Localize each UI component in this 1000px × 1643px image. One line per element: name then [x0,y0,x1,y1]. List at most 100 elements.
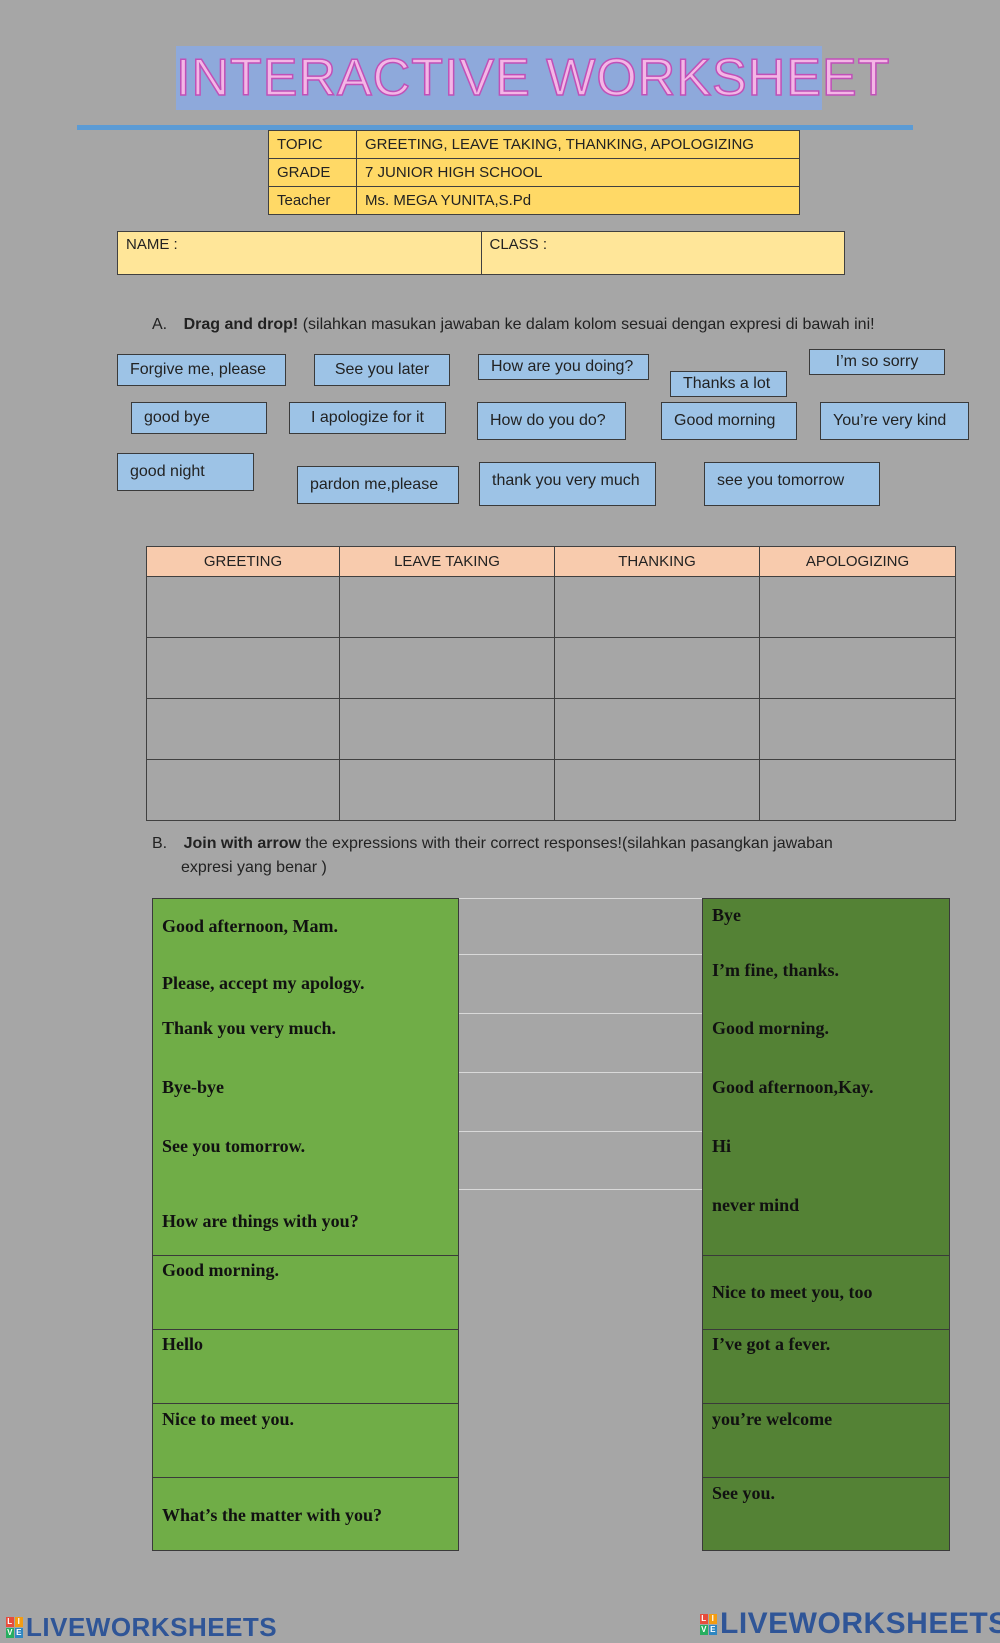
section-a-bold: Drag and drop! [183,316,299,333]
left-expression[interactable]: Thank you very much. [162,1018,337,1038]
info-row-grade: GRADE 7 JUNIOR HIGH SCHOOL [268,158,800,187]
drag-chip[interactable]: good night [117,453,254,491]
drop-cell[interactable] [146,759,340,821]
name-field[interactable]: NAME : [118,232,482,274]
row-divider [152,1477,459,1478]
drag-chip[interactable]: see you tomorrow [704,462,880,506]
row-divider [702,1255,950,1256]
drop-cell[interactable] [554,637,760,699]
right-response[interactable]: Hi [712,1136,732,1156]
drop-cell[interactable] [146,576,340,638]
section-b-text: the expressions with their correct respo… [300,835,833,852]
left-expression[interactable]: Hello [162,1334,203,1354]
section-b-marker: B. [152,835,168,852]
drop-cell[interactable] [759,637,956,699]
drop-cell[interactable] [339,576,555,638]
header-thanking: THANKING [554,546,760,577]
footer-brand-text: LIVEWORKSHEETS [720,1607,1000,1640]
connector-line [459,898,702,899]
left-expression[interactable]: Good afternoon, Mam. [162,916,338,936]
footer-brand-text: LIVEWORKSHEETS [26,1612,278,1642]
drop-cell[interactable] [554,759,760,821]
left-expression[interactable]: What’s the matter with you? [162,1505,382,1525]
drag-chip[interactable]: I apologize for it [289,402,446,434]
right-response[interactable]: you’re welcome [712,1409,833,1429]
drop-row [146,637,956,699]
connector-line [459,954,702,955]
drop-cell[interactable] [339,759,555,821]
connector-line [459,1072,702,1073]
drop-cell[interactable] [339,637,555,699]
info-label: GRADE [268,158,357,187]
row-divider [702,1403,950,1404]
row-divider [152,1329,459,1330]
drop-row [146,576,956,638]
sorting-header-row: GREETING LEAVE TAKING THANKING APOLOGIZI… [146,546,956,577]
right-response[interactable]: Bye [712,905,741,925]
class-field[interactable]: CLASS : [489,236,548,253]
section-b-instruction-line2: expresi yang benar ) [181,859,327,876]
connector-line [459,1189,702,1190]
drop-cell[interactable] [759,759,956,821]
sorting-table: GREETING LEAVE TAKING THANKING APOLOGIZI… [146,546,956,821]
drop-row [146,698,956,760]
row-divider [152,1403,459,1404]
header-leave-taking: LEAVE TAKING [339,546,555,577]
drag-chip[interactable]: thank you very much [479,462,656,506]
row-divider [702,1329,950,1330]
info-label: TOPIC [268,130,357,159]
left-expression[interactable]: Bye-bye [162,1077,224,1097]
info-value: Ms. MEGA YUNITA,S.Pd [356,186,800,215]
drag-chip[interactable]: pardon me,please [297,466,459,504]
drop-cell[interactable] [759,576,956,638]
right-response[interactable]: Nice to meet you, too [712,1282,873,1302]
drag-chip[interactable]: I’m so sorry [809,349,945,375]
right-response[interactable]: Good morning. [712,1018,830,1038]
worksheet-title: INTERACTIVE WORKSHEET [175,46,890,110]
drag-chip[interactable]: Forgive me, please [117,354,286,386]
drag-chip[interactable]: Thanks a lot [670,371,787,397]
drop-cell[interactable] [339,698,555,760]
name-class-box: NAME : CLASS : [117,231,845,275]
right-response[interactable]: I’ve got a fever. [712,1334,831,1354]
drag-chip[interactable]: How are you doing? [478,354,649,380]
info-row-teacher: Teacher Ms. MEGA YUNITA,S.Pd [268,186,800,215]
connector-line [459,1131,702,1132]
drop-cell[interactable] [146,637,340,699]
drag-chip[interactable]: Good morning [661,402,797,440]
left-expression[interactable]: Please, accept my apology. [162,973,365,993]
left-expression[interactable]: How are things with you? [162,1211,359,1231]
header-apologizing: APOLOGIZING [759,546,956,577]
left-expression-column [152,898,459,1551]
left-expression[interactable]: Good morning. [162,1260,280,1280]
section-a-marker: A. [152,316,168,333]
drag-chip[interactable]: good bye [131,402,267,434]
drag-chip[interactable]: How do you do? [477,402,626,440]
left-expression[interactable]: See you tomorrow. [162,1136,306,1156]
drop-cell[interactable] [759,698,956,760]
header-greeting: GREETING [146,546,340,577]
drop-cell[interactable] [554,698,760,760]
row-divider [702,1477,950,1478]
drop-cell[interactable] [554,576,760,638]
info-row-topic: TOPIC GREETING, LEAVE TAKING, THANKING, … [268,130,800,159]
right-response[interactable]: I’m fine, thanks. [712,960,840,980]
connector-line [459,1013,702,1014]
right-response[interactable]: never mind [712,1195,800,1215]
drag-chip[interactable]: See you later [314,354,450,386]
drop-cell[interactable] [146,698,340,760]
drag-chip[interactable]: You’re very kind [820,402,969,440]
right-response[interactable]: See you. [712,1483,775,1503]
info-value: 7 JUNIOR HIGH SCHOOL [356,158,800,187]
row-divider [152,1255,459,1256]
info-value: GREETING, LEAVE TAKING, THANKING, APOLOG… [356,130,800,159]
left-expression[interactable]: Nice to meet you. [162,1409,294,1429]
section-b-bold: Join with arrow [183,835,301,852]
right-response[interactable]: Good afternoon,Kay. [712,1077,874,1097]
right-response-column [702,898,950,1551]
section-a-text: (silahkan masukan jawaban ke dalam kolom… [298,316,875,333]
